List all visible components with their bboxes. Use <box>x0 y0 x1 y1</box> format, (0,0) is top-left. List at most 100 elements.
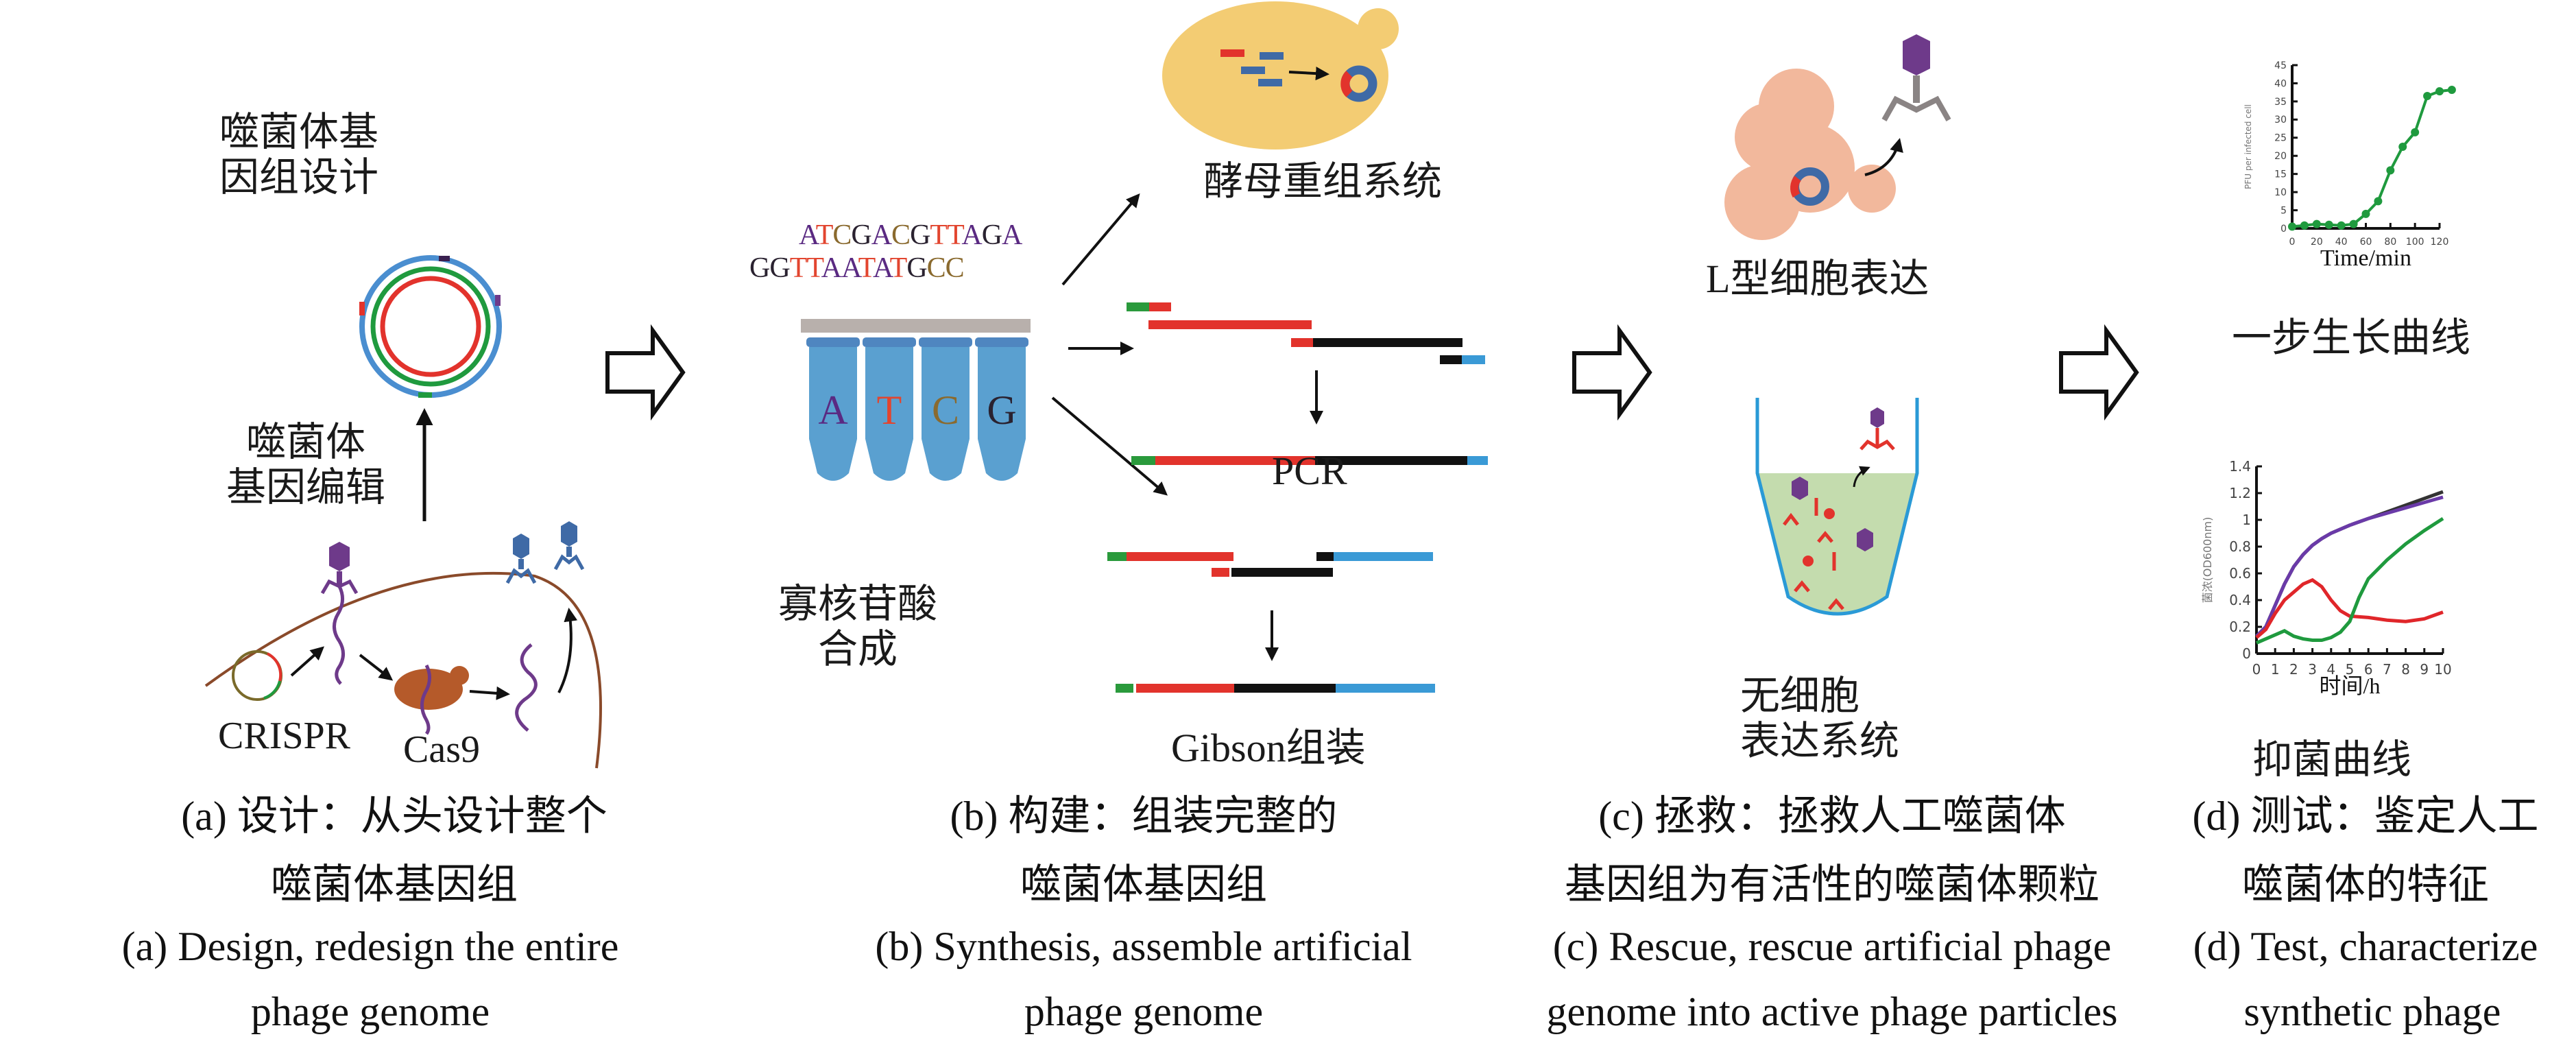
synthesizer-bar <box>801 319 1031 333</box>
dna-fragment <box>1107 552 1127 561</box>
caption-b-en-line2: phage genome <box>1024 989 1264 1034</box>
crispr-arrow <box>290 646 324 677</box>
tube-base-letter: A <box>818 387 847 433</box>
y-tick-label: 1 <box>2242 512 2251 528</box>
tube-base-letter: T <box>877 387 902 433</box>
series-line-phage <box>2291 88 2453 228</box>
dna-base: T <box>789 252 808 284</box>
release-arrow <box>557 608 578 693</box>
dna-base: T <box>858 252 874 284</box>
data-point <box>2324 220 2333 229</box>
genome-design-label: 噬菌体基 因组设计 <box>219 110 378 200</box>
caption-a-cn-line2: 噬菌体基因组 <box>271 862 518 907</box>
y-tick-label: 15 <box>2274 169 2287 180</box>
step-arrow-a-to-b <box>605 324 686 421</box>
oligo-tube: T <box>863 337 916 481</box>
dna-sequence-line1: ATCGACGTTAGA <box>799 219 1022 251</box>
tube-base-letter: C <box>932 387 959 433</box>
pcr-label: PCR <box>1272 449 1347 493</box>
dna-base: A <box>821 252 842 284</box>
data-point <box>2447 85 2456 94</box>
yeast-recombination-label: 酵母重组系统 <box>1203 159 1443 204</box>
dna-fragment <box>1467 456 1488 465</box>
cell-free-label: 无细胞 表达系统 <box>1740 673 1899 764</box>
data-point <box>2411 128 2420 136</box>
data-point <box>2386 166 2395 175</box>
oligo-tube: C <box>919 337 972 481</box>
dna-base: G <box>906 252 927 284</box>
dna-base: T <box>930 219 948 251</box>
y-tick-label: 45 <box>2274 60 2287 71</box>
dna-fragment <box>1313 338 1462 347</box>
x-tick-label: 7 <box>2383 661 2392 678</box>
host-cell-membrane <box>204 571 602 769</box>
dna-fragment <box>1116 684 1133 693</box>
tube-cap <box>863 337 916 347</box>
cas9-label: Cas9 <box>403 728 480 771</box>
dna-fragment <box>1212 568 1229 577</box>
dna-fragment <box>1316 552 1334 561</box>
cell-free-label-line1: 无细胞 <box>1740 673 1860 718</box>
oligo-synthesis-label: 寡核苷酸 合成 <box>778 582 937 672</box>
x-tick-label: 4 <box>2326 661 2335 678</box>
y-tick-label: 10 <box>2274 187 2287 198</box>
x-tick-label: 9 <box>2420 661 2429 678</box>
l-form-release-arrow <box>1864 138 1903 176</box>
dna-base: C <box>926 252 946 284</box>
data-point <box>2300 221 2309 230</box>
dna-base: C <box>945 252 965 284</box>
x-tick-label: 40 <box>2335 237 2348 248</box>
pcr-fragments <box>1127 302 1488 465</box>
x-tick-label: 120 <box>2431 237 2449 248</box>
step-arrow-c-to-d <box>2059 324 2139 421</box>
x-tick-label: 100 <box>2406 237 2424 248</box>
dna-base: C <box>891 219 911 251</box>
data-point <box>2423 91 2432 100</box>
l-form-cell-icon <box>1724 69 1896 240</box>
data-point <box>2435 87 2444 96</box>
data-point <box>2337 221 2346 230</box>
caption-d-en-line2: synthetic phage <box>2243 989 2501 1034</box>
y-tick-label: 1.2 <box>2229 485 2251 501</box>
caption-c-cn-line1: (c) 拯救：拯救人工噬菌体 <box>1598 794 2066 839</box>
tube-base-letter: G <box>987 387 1016 433</box>
x-tick-label: 0 <box>2289 237 2296 248</box>
genome-design-label-line2: 因组设计 <box>219 155 379 200</box>
oligo-synthesis-label-line1: 寡核苷酸 <box>778 582 938 626</box>
edited-genome-icon <box>515 643 538 732</box>
dna-base: A <box>799 219 817 251</box>
caption-c-cn-line2: 基因组为有活性的噬菌体颗粒 <box>1565 862 2099 907</box>
cell-free-label-line2: 表达系统 <box>1740 719 1900 763</box>
y-tick-label: 0.6 <box>2229 565 2251 582</box>
caption-a-cn-line1: (a) 设计：从头设计整个 <box>181 794 607 839</box>
x-tick-label: 80 <box>2384 237 2396 248</box>
dna-fragment <box>1231 568 1333 577</box>
designed-genome-ring <box>359 255 502 398</box>
caption-b-en-line1: (b) Synthesis, assemble artificial <box>875 924 1412 969</box>
growth-curve-title: 一步生长曲线 <box>2232 315 2471 360</box>
dna-fragment <box>1136 684 1234 693</box>
tube-cap <box>806 337 860 347</box>
dna-fragment <box>1440 355 1462 364</box>
x-tick-label: 1 <box>2271 661 2280 678</box>
gene-editing-label-line2: 基因编辑 <box>226 465 386 510</box>
dna-fragment <box>1131 456 1155 465</box>
genome-design-label-line1: 噬菌体基 <box>219 110 379 154</box>
progeny-phage-icon <box>505 521 585 584</box>
dna-base: T <box>947 219 962 251</box>
dna-base: A <box>1002 219 1022 251</box>
tube-cap <box>919 337 972 347</box>
dna-base: T <box>889 252 908 284</box>
dna-base: G <box>749 252 770 284</box>
dna-fragment <box>1462 355 1485 364</box>
inhibition-curve-title: 抑菌曲线 <box>2252 737 2412 782</box>
y-tick-label: 0 <box>2242 645 2251 662</box>
dna-base: G <box>981 219 1002 251</box>
caption-c-en-line1: (c) Rescue, rescue artificial phage <box>1552 924 2112 969</box>
y-tick-label: 40 <box>2274 78 2287 89</box>
cas9-protein-icon <box>394 664 469 735</box>
caption-b-cn-line2: 噬菌体基因组 <box>1020 862 1267 907</box>
x-tick-label: 3 <box>2308 661 2317 678</box>
